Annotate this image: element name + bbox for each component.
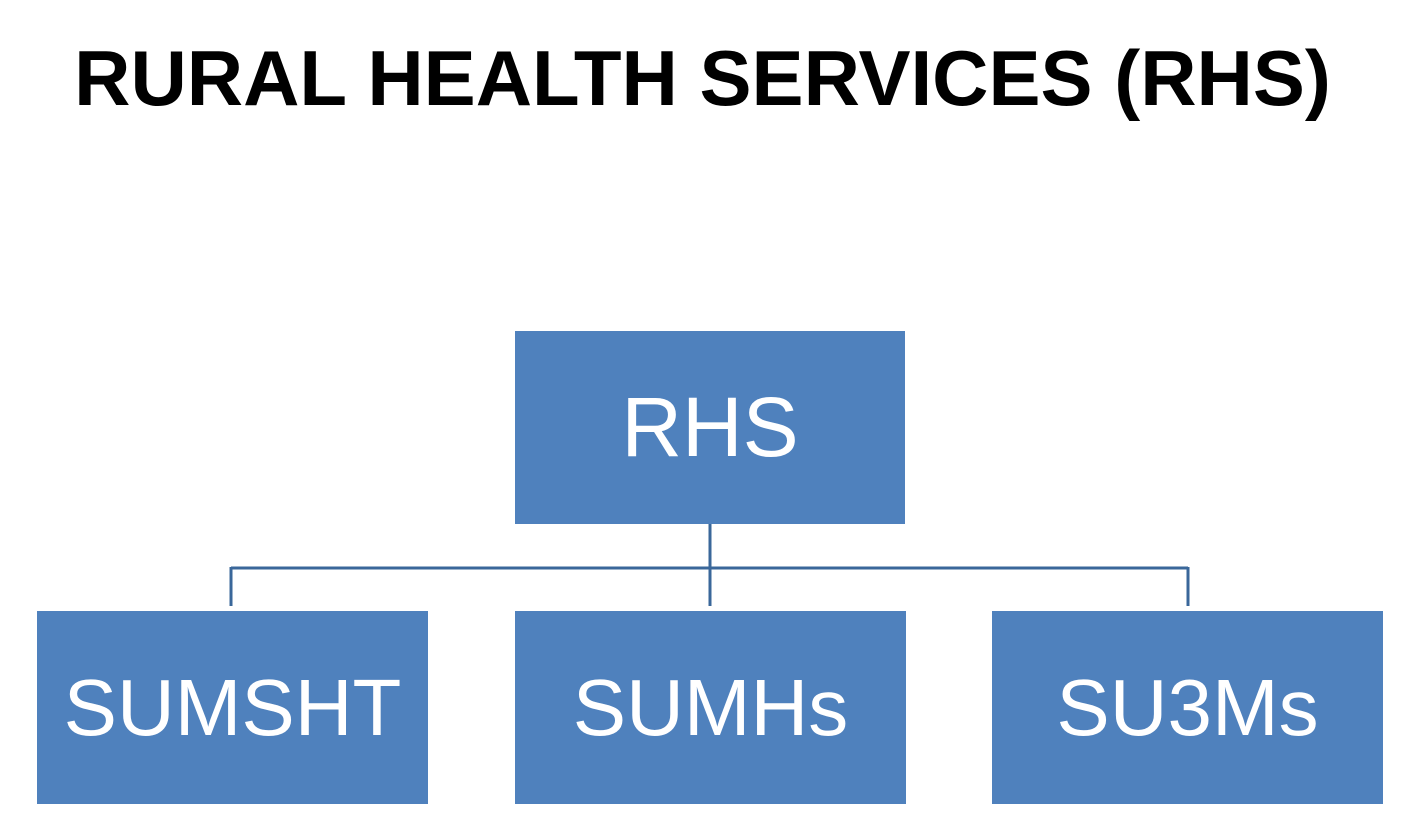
node-rhs-label: RHS [621, 380, 799, 474]
node-rhs: RHS [515, 331, 905, 524]
slide-title: RURAL HEALTH SERVICES (RHS) [74, 34, 1331, 122]
node-su3ms-label: SU3Ms [1056, 662, 1319, 752]
node-sumsht-label: SUMSHT [63, 662, 402, 752]
node-sumhs: SUMHs [515, 611, 906, 804]
node-sumhs-label: SUMHs [572, 662, 849, 752]
node-sumsht: SUMSHT [37, 611, 428, 804]
node-su3ms: SU3Ms [992, 611, 1383, 804]
